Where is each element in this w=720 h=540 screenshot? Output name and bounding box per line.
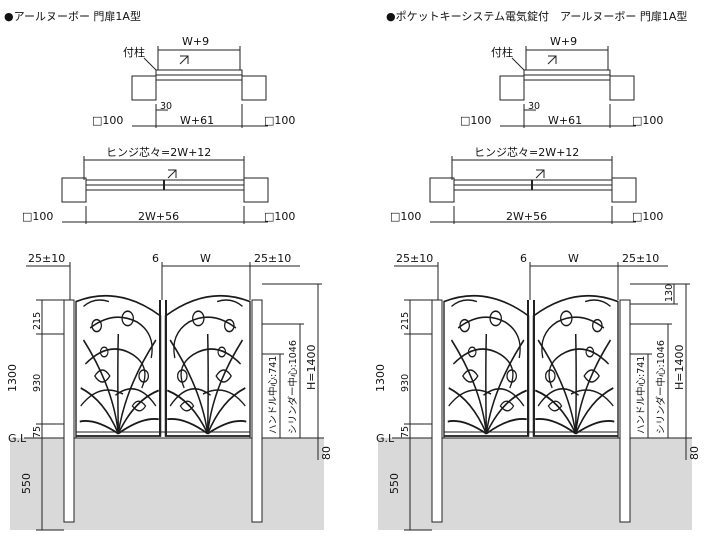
panel-title: ●ポケットキーシステム電気錠付 アールヌーボー 門扉1A型 <box>386 9 687 23</box>
total-height: H=1400 <box>305 345 318 390</box>
cylinder-center: シリンダー中心:1046 <box>655 340 667 434</box>
single-gate-plan <box>131 46 268 128</box>
height-215: 215 <box>32 312 43 330</box>
height-930: 930 <box>32 374 43 392</box>
clearance-right: 25±10 <box>254 252 291 265</box>
panel-title: ●アールヌーボー 門扉1A型 <box>4 9 141 23</box>
double-width-label: 2W+56 <box>506 210 547 223</box>
offset-80: 80 <box>320 446 333 460</box>
post-size-right-double: □100 <box>632 210 663 223</box>
post-size-right: □100 <box>632 114 663 127</box>
leaf-width: W <box>200 252 211 265</box>
ground-level: G.L <box>376 432 395 445</box>
height-75: 75 <box>32 426 43 438</box>
height-1300: 1300 <box>6 364 19 392</box>
ground-level: G.L <box>8 432 27 445</box>
post-size-left-double: □100 <box>390 210 421 223</box>
gate-elevation <box>378 262 692 531</box>
handle-center: ハンドル中心:741 <box>267 356 279 434</box>
clearance-right: 25±10 <box>622 252 659 265</box>
height-130: 130 <box>664 284 675 302</box>
offset-80: 80 <box>688 446 701 460</box>
hinge-pitch-label: ヒンジ芯々=2W+12 <box>106 145 211 159</box>
single-gate-plan <box>499 46 636 128</box>
width-bottom-label: W+61 <box>180 114 214 127</box>
panel-1: ●アールヌーボー 門扉1A型 付柱 W+9 30 □100 W+61 □100 <box>4 9 333 531</box>
double-gate-plan <box>429 156 637 224</box>
clearance-left: 25±10 <box>28 252 65 265</box>
width-top-label: W+9 <box>182 35 209 48</box>
height-215: 215 <box>400 312 411 330</box>
post-size-left: □100 <box>460 114 491 127</box>
height-930: 930 <box>400 374 411 392</box>
clearance-left: 25±10 <box>396 252 433 265</box>
depth-550: 550 <box>20 473 33 494</box>
double-gate-plan <box>61 156 269 224</box>
post-label: 付柱 <box>491 45 513 59</box>
post-label: 付柱 <box>123 45 145 59</box>
post-size-left: □100 <box>92 114 123 127</box>
center-gap: 6 <box>152 252 159 265</box>
depth-550: 550 <box>388 473 401 494</box>
leaf-width: W <box>568 252 579 265</box>
offset-label: 30 <box>528 101 540 112</box>
height-75: 75 <box>400 426 411 438</box>
width-bottom-label: W+61 <box>548 114 582 127</box>
total-height: H=1400 <box>673 345 686 390</box>
width-top-label: W+9 <box>550 35 577 48</box>
gate-elevation <box>10 262 324 531</box>
post-size-right: □100 <box>264 114 295 127</box>
panel-2: ●ポケットキーシステム電気錠付 アールヌーボー 門扉1A型 付柱 W+9 30 … <box>374 9 701 531</box>
height-1300: 1300 <box>374 364 387 392</box>
double-width-label: 2W+56 <box>138 210 179 223</box>
cylinder-center: シリンダー中心:1046 <box>287 340 299 434</box>
offset-label: 30 <box>160 101 172 112</box>
handle-center: ハンドル中心:741 <box>635 356 647 434</box>
post-size-left-double: □100 <box>22 210 53 223</box>
center-gap: 6 <box>520 252 527 265</box>
post-size-right-double: □100 <box>264 210 295 223</box>
hinge-pitch-label: ヒンジ芯々=2W+12 <box>474 145 579 159</box>
